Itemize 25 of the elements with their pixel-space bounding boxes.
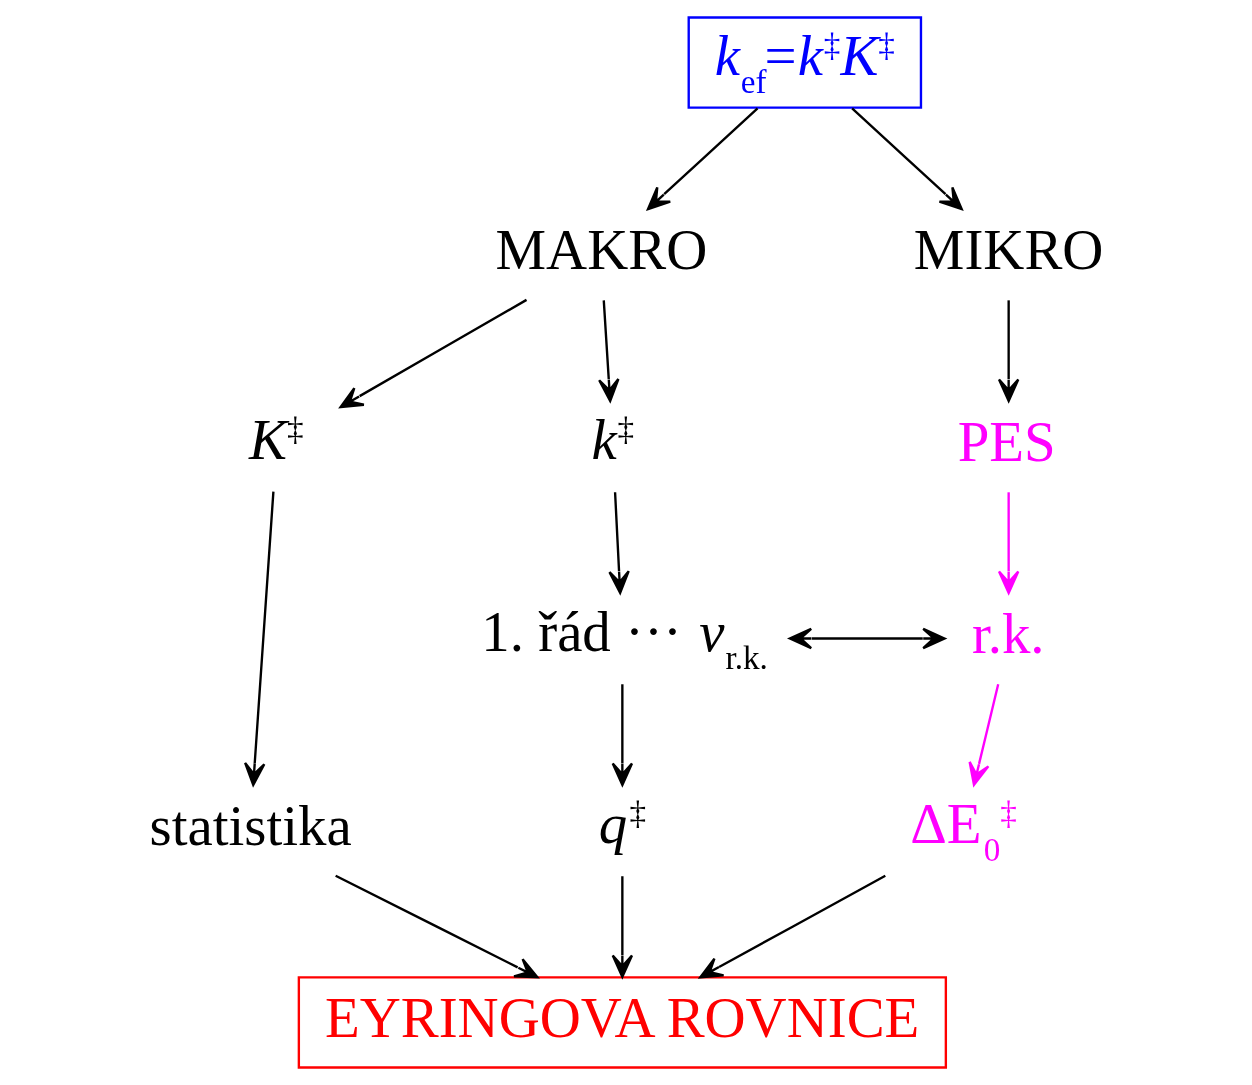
node-text: MAKRO [495, 218, 707, 282]
arrow [997, 300, 1019, 403]
node-text: statistika [149, 794, 352, 858]
arrow [997, 492, 1019, 595]
arrow [850, 107, 963, 211]
arrow [597, 300, 620, 403]
arrow [338, 298, 527, 409]
arrow [334, 874, 539, 979]
arrow [646, 107, 758, 211]
node-text: r.k. [971, 602, 1045, 666]
arrow [788, 627, 946, 650]
node-text: MIKRO [913, 218, 1103, 282]
node-text: 1. řád ··· ν$_{r.k.}$ [480, 599, 768, 677]
node-text: PES [957, 410, 1056, 474]
node-box: EYRINGOVA ROVNICE [297, 976, 947, 1069]
node-box: k$_{ef}$=k$^{‡}$K$^{‡}$ [687, 16, 922, 109]
arrow [607, 492, 630, 595]
node-text: q$^{‡}$ [598, 791, 646, 855]
arrow [611, 876, 633, 979]
arrow [968, 684, 999, 787]
arrow [611, 684, 633, 787]
node-text: k$^{‡}$ [591, 407, 634, 471]
arrow [243, 491, 275, 787]
node-text: K$^{‡}$ [248, 407, 304, 471]
arrow [698, 874, 886, 979]
